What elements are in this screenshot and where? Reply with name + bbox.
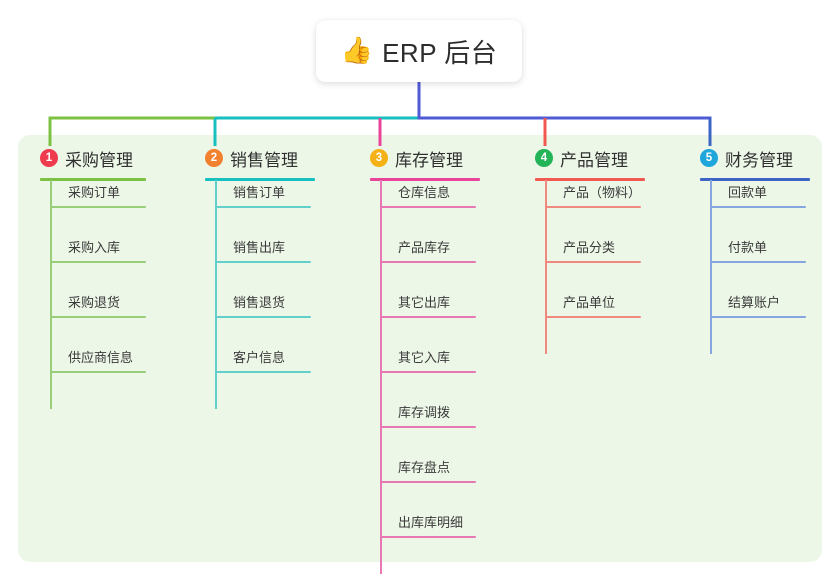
column-header-rule [370, 178, 480, 181]
leaf-item-rule [380, 261, 476, 263]
leaf-item-rule [215, 261, 311, 263]
column-header[interactable]: 3 库存管理 [370, 146, 463, 170]
leaf-item-rule [380, 426, 476, 428]
leaf-item[interactable]: 库存盘点 [380, 447, 476, 483]
leaf-item-label: 其它出库 [398, 295, 451, 310]
leaf-item[interactable]: 出库库明细 [380, 502, 476, 538]
thumbs-up-icon: 👍 [340, 36, 374, 66]
leaf-item[interactable]: 采购订单 [50, 172, 146, 208]
column-header[interactable]: 4 产品管理 [535, 146, 628, 170]
leaf-item[interactable]: 产品（物料） [545, 172, 641, 208]
column-number-badge: 2 [205, 149, 223, 167]
column-stem [215, 180, 217, 409]
leaf-item-label: 客户信息 [233, 350, 286, 365]
leaf-item-label: 其它入库 [398, 350, 451, 365]
leaf-item[interactable]: 供应商信息 [50, 337, 146, 373]
leaf-item-rule [710, 316, 806, 318]
leaf-item[interactable]: 其它出库 [380, 282, 476, 318]
column-3: 3 库存管理仓库信息产品库存其它出库其它入库库存调拨库存盘点出库库明细 [370, 146, 480, 574]
column-number-badge: 3 [370, 149, 388, 167]
leaf-item[interactable]: 仓库信息 [380, 172, 476, 208]
leaf-item-label: 回款单 [728, 185, 768, 200]
leaf-item-rule [50, 371, 146, 373]
leaf-item-label: 产品（物料） [563, 185, 642, 200]
leaf-item[interactable]: 销售退货 [215, 282, 311, 318]
leaf-item-rule [50, 206, 146, 208]
column-header-rule [535, 178, 645, 181]
leaf-item-label: 销售出库 [233, 240, 286, 255]
leaf-item[interactable]: 产品分类 [545, 227, 641, 263]
leaf-item-label: 仓库信息 [398, 185, 451, 200]
leaf-item-label: 产品库存 [398, 240, 451, 255]
column-number-badge: 1 [40, 149, 58, 167]
leaf-item[interactable]: 产品单位 [545, 282, 641, 318]
column-stem [380, 180, 382, 574]
column-header[interactable]: 1 采购管理 [40, 146, 133, 170]
column-5: 5 财务管理回款单付款单结算账户 [700, 146, 810, 354]
column-number-badge: 5 [700, 149, 718, 167]
column-stem [50, 180, 52, 409]
column-title: 财务管理 [725, 150, 793, 170]
column-title: 产品管理 [560, 150, 628, 170]
column-header-rule [205, 178, 315, 181]
column-header-rule [700, 178, 810, 181]
leaf-item[interactable]: 销售订单 [215, 172, 311, 208]
leaf-item-rule [545, 316, 641, 318]
leaf-item-label: 库存盘点 [398, 460, 451, 475]
leaf-item[interactable]: 客户信息 [215, 337, 311, 373]
root-node-title: ERP 后台 [382, 37, 498, 68]
leaf-item-label: 结算账户 [728, 295, 781, 310]
column-4: 4 产品管理产品（物料） 产品分类产品单位 [535, 146, 645, 354]
leaf-item[interactable]: 采购退货 [50, 282, 146, 318]
leaf-item[interactable]: 产品库存 [380, 227, 476, 263]
leaf-item-rule [380, 481, 476, 483]
leaf-item-label: 付款单 [728, 240, 768, 255]
leaf-item-rule [215, 371, 311, 373]
root-node-card[interactable]: 👍 ERP 后台 [316, 20, 522, 82]
leaf-item-rule [215, 206, 311, 208]
leaf-item[interactable]: 其它入库 [380, 337, 476, 373]
leaf-item[interactable]: 回款单 [710, 172, 806, 208]
leaf-item-rule [545, 261, 641, 263]
leaf-item-rule [380, 206, 476, 208]
leaf-item-label: 产品单位 [563, 295, 616, 310]
leaf-item-label: 采购退货 [68, 295, 121, 310]
leaf-item-rule [215, 316, 311, 318]
leaf-item-rule [50, 261, 146, 263]
leaf-item[interactable]: 结算账户 [710, 282, 806, 318]
leaf-item[interactable]: 库存调拨 [380, 392, 476, 428]
leaf-item-label: 供应商信息 [68, 350, 134, 365]
column-title: 销售管理 [230, 150, 298, 170]
column-title: 库存管理 [395, 150, 463, 170]
column-header[interactable]: 2 销售管理 [205, 146, 298, 170]
column-stem [545, 180, 547, 354]
column-1: 1 采购管理采购订单采购入库采购退货供应商信息 [40, 146, 146, 409]
leaf-item-label: 采购入库 [68, 240, 121, 255]
leaf-item-label: 销售订单 [233, 185, 286, 200]
leaf-item-rule [545, 206, 641, 208]
column-2: 2 销售管理销售订单销售出库销售退货客户信息 [205, 146, 315, 409]
leaf-item-label: 销售退货 [233, 295, 286, 310]
column-number-badge: 4 [535, 149, 553, 167]
column-stem [710, 180, 712, 354]
leaf-item-label: 产品分类 [563, 240, 616, 255]
column-header[interactable]: 5 财务管理 [700, 146, 793, 170]
column-header-rule [40, 178, 146, 181]
leaf-item-rule [50, 316, 146, 318]
leaf-item[interactable]: 销售出库 [215, 227, 311, 263]
leaf-item-label: 库存调拨 [398, 405, 451, 420]
leaf-item-rule [710, 261, 806, 263]
leaf-item-rule [380, 316, 476, 318]
leaf-item[interactable]: 采购入库 [50, 227, 146, 263]
leaf-item[interactable]: 付款单 [710, 227, 806, 263]
leaf-item-rule [380, 536, 476, 538]
leaf-item-rule [380, 371, 476, 373]
column-title: 采购管理 [65, 150, 133, 170]
leaf-item-label: 出库库明细 [398, 515, 464, 530]
leaf-item-label: 采购订单 [68, 185, 121, 200]
leaf-item-rule [710, 206, 806, 208]
